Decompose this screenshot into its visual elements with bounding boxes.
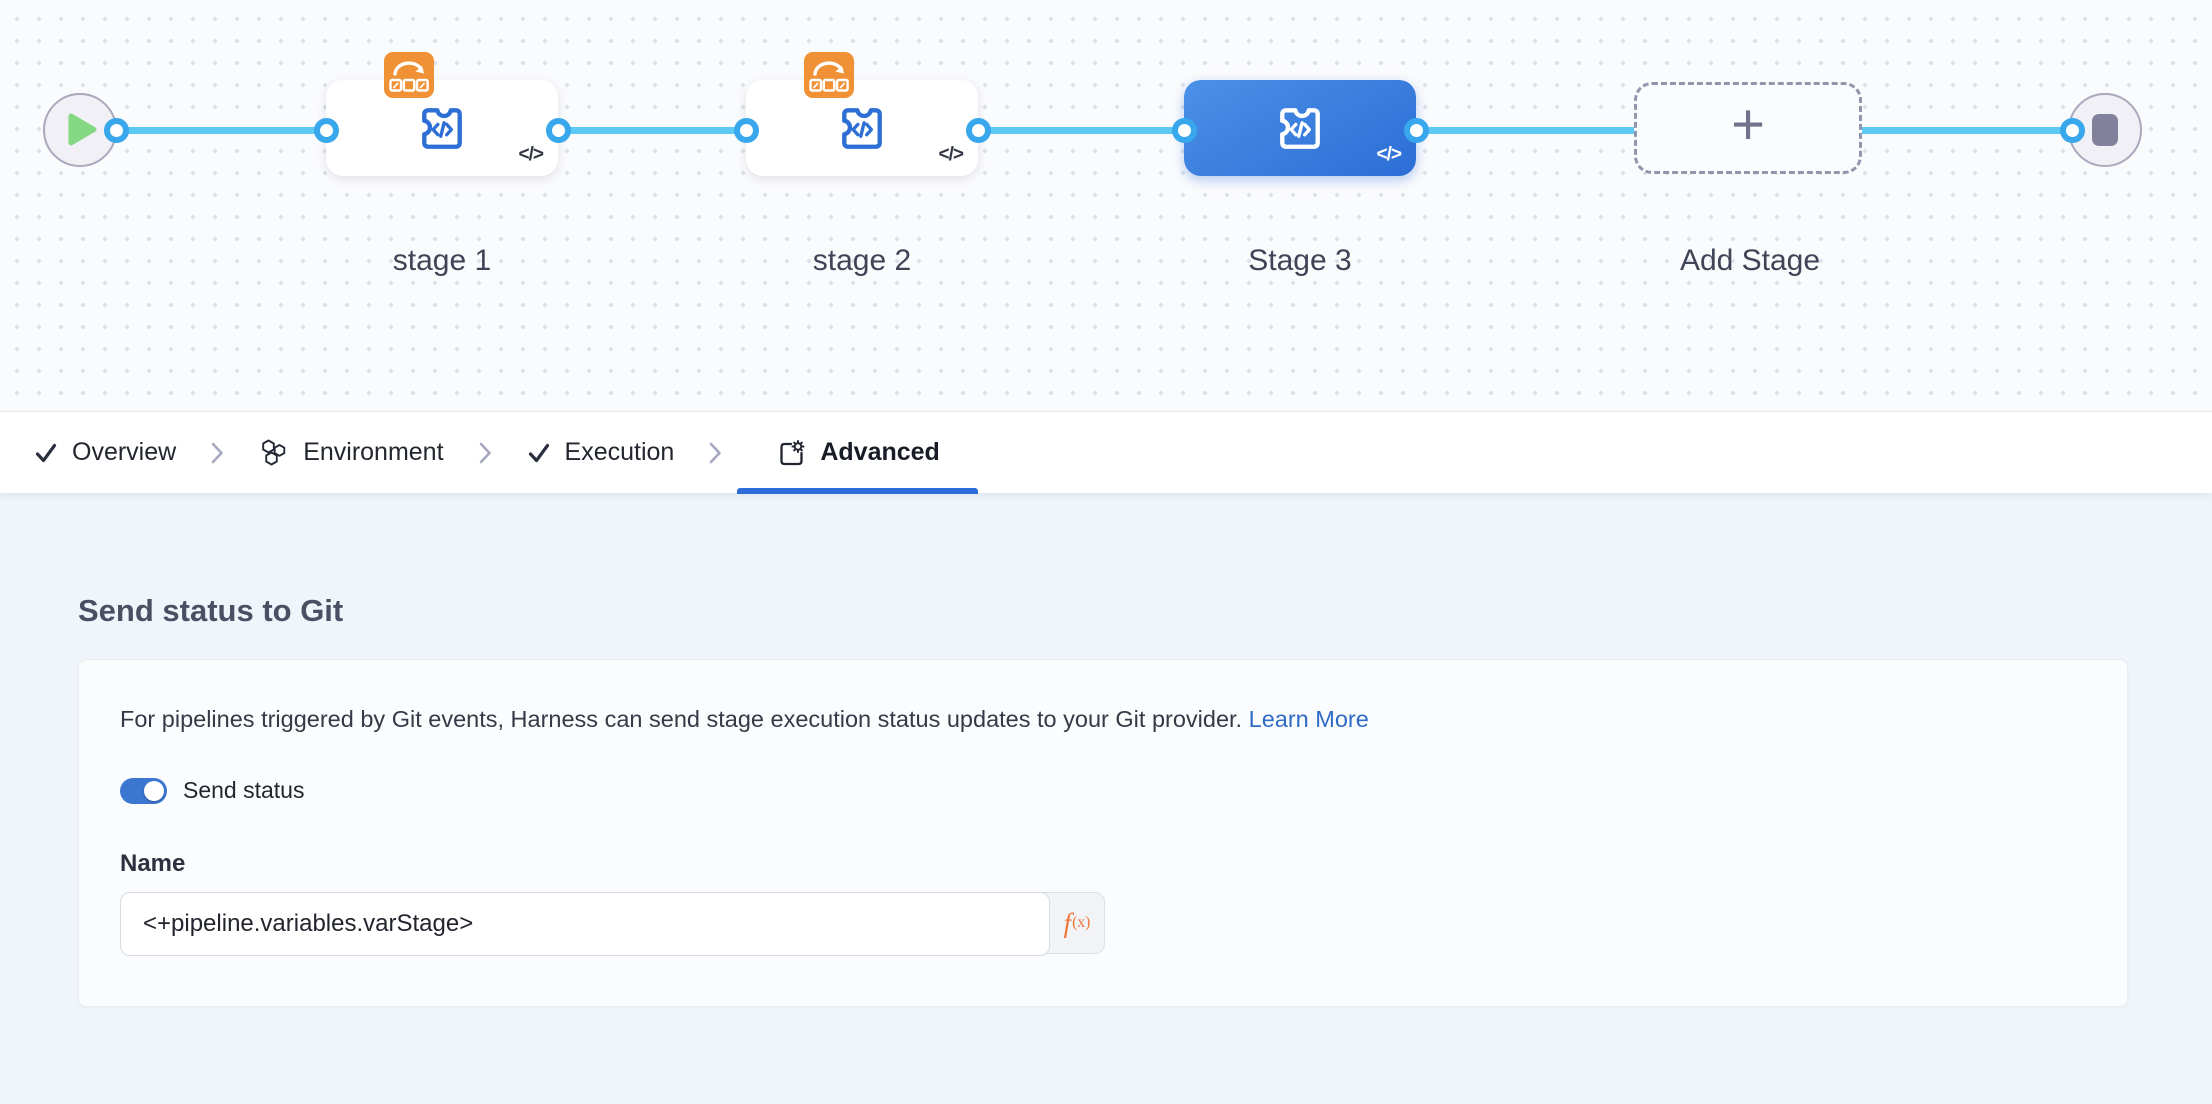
tab-label: Environment [303, 438, 443, 467]
section-heading: Send status to Git [78, 493, 2134, 629]
send-status-toggle[interactable] [120, 778, 167, 804]
tab-label: Execution [565, 438, 675, 467]
stage-label: stage 2 [746, 244, 978, 278]
stage-card-stage-1[interactable]: </> [326, 80, 558, 176]
tab-label: Advanced [820, 438, 939, 467]
tab-execution[interactable]: Execution [507, 412, 695, 494]
chevron-right-icon [708, 440, 723, 466]
connector-port[interactable] [966, 118, 991, 143]
expression-fx-button[interactable]: f(x) [1050, 893, 1104, 953]
tab-label: Overview [72, 438, 176, 467]
connector-port[interactable] [2060, 118, 2085, 143]
rolling-update-icon [804, 52, 854, 98]
connector-port[interactable] [1404, 118, 1429, 143]
tab-advanced[interactable]: Advanced [737, 412, 977, 494]
check-icon [527, 441, 551, 465]
add-stage-label: Add Stage [1636, 244, 1864, 278]
pipeline-canvas: </> [0, 0, 2212, 411]
connector-port[interactable] [546, 118, 571, 143]
stage-label: Stage 3 [1184, 244, 1416, 278]
send-status-card: For pipelines triggered by Git events, H… [78, 659, 2128, 1007]
tab-environment[interactable]: Environment [239, 412, 463, 494]
description-text: For pipelines triggered by Git events, H… [120, 706, 2086, 733]
custom-stage-puzzle-icon [836, 103, 888, 153]
check-icon [34, 441, 58, 465]
hexagons-icon [259, 437, 289, 469]
stage-tabs: Overview Environment Execution [0, 411, 2212, 493]
connector-port[interactable] [314, 118, 339, 143]
stage-card-stage-3-selected[interactable]: </> [1184, 80, 1416, 176]
advanced-gear-icon [775, 438, 806, 468]
connector-port[interactable] [734, 118, 759, 143]
learn-more-link[interactable]: Learn More [1249, 706, 1369, 732]
chevron-right-icon [478, 440, 493, 466]
tab-overview[interactable]: Overview [14, 412, 196, 494]
custom-stage-puzzle-icon [416, 103, 468, 153]
plus-icon: + [1731, 96, 1765, 154]
stage-card-stage-2[interactable]: </> [746, 80, 978, 176]
description-body: For pipelines triggered by Git events, H… [120, 706, 1242, 732]
chevron-right-icon [210, 440, 225, 466]
advanced-tab-panel: Send status to Git For pipelines trigger… [0, 493, 2212, 1104]
stage-label: stage 1 [326, 244, 558, 278]
rolling-update-icon [384, 52, 434, 98]
yaml-code-indicator-icon: </> [1377, 144, 1401, 166]
name-input[interactable] [120, 892, 1050, 956]
name-field-label: Name [120, 850, 2086, 878]
add-stage-button[interactable]: + [1634, 82, 1862, 174]
connector-port[interactable] [1172, 118, 1197, 143]
yaml-code-indicator-icon: </> [939, 144, 963, 166]
yaml-code-indicator-icon: </> [519, 144, 543, 166]
custom-stage-puzzle-icon [1274, 103, 1326, 153]
toggle-knob [144, 781, 164, 801]
toggle-label: Send status [183, 777, 304, 804]
connector-port[interactable] [104, 118, 129, 143]
